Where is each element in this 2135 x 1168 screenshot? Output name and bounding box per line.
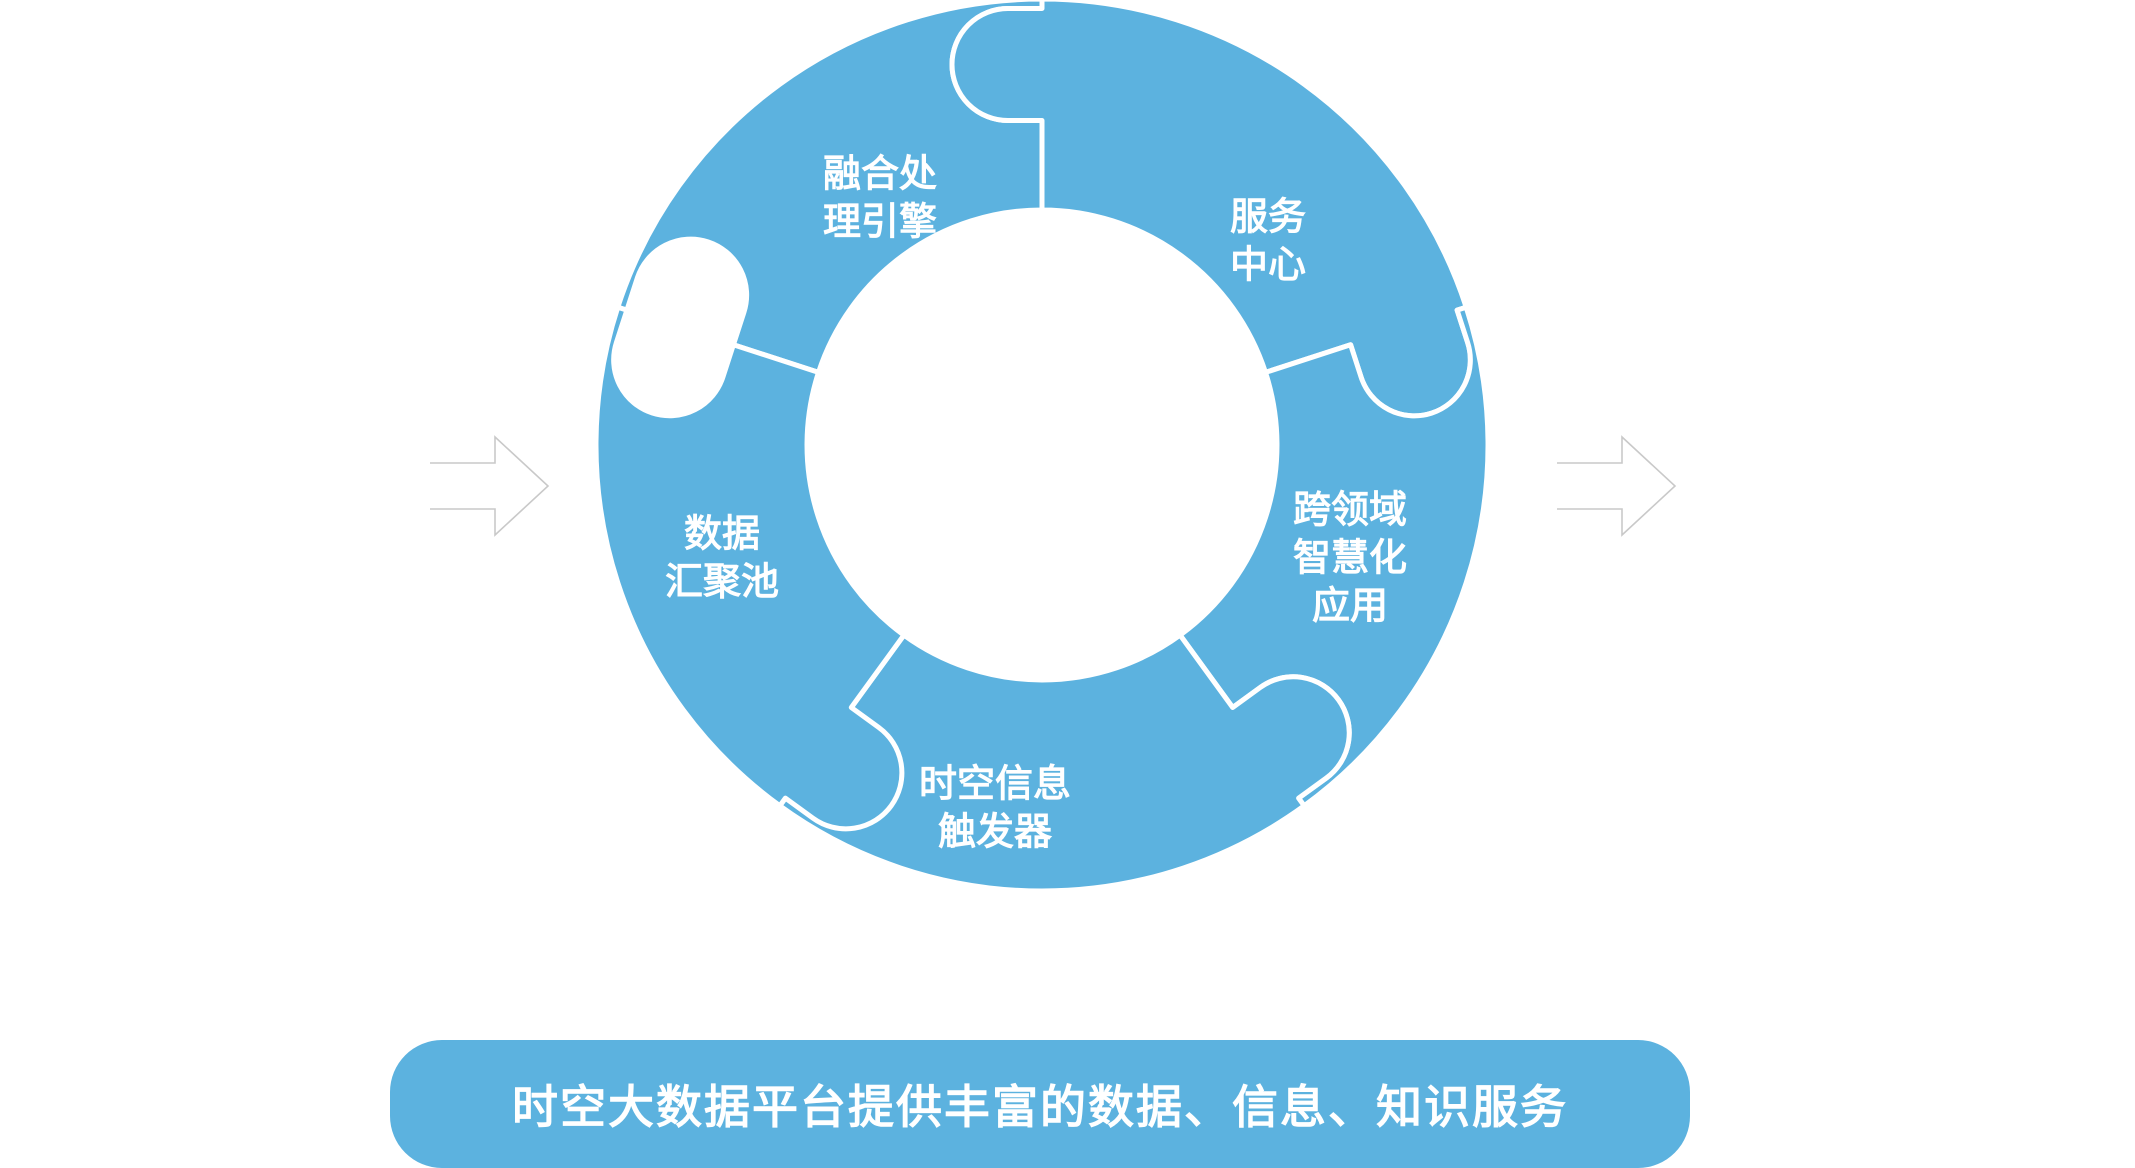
segment-3-label-line-2: 智慧化 xyxy=(1293,536,1407,580)
segment-5-label-line-2: 汇聚池 xyxy=(665,560,779,604)
segment-4-label-line-2: 触发器 xyxy=(938,810,1053,854)
segment-4-label-line-1: 时空信息 xyxy=(919,762,1071,806)
segment-2-label-line-1: 服务 xyxy=(1230,195,1306,239)
segment-3-label-line-1: 跨领域 xyxy=(1293,488,1407,532)
segment-5-label-line-1: 数据 xyxy=(684,512,760,556)
summary-banner: 时空大数据平台提供丰富的数据、信息、知识服务 xyxy=(390,1040,1690,1168)
segment-2-label-line-2: 中心 xyxy=(1230,243,1306,287)
summary-banner-text: 时空大数据平台提供丰富的数据、信息、知识服务 xyxy=(512,1080,1568,1134)
left-arrow-icon xyxy=(430,435,550,537)
puzzle-ring xyxy=(593,0,1491,894)
segment-1-label-line-1: 融合处 xyxy=(823,152,937,196)
segment-3-label-line-3: 应用 xyxy=(1312,584,1388,628)
right-arrow-icon xyxy=(1557,435,1677,537)
segment-1-label-line-2: 理引擎 xyxy=(823,200,937,244)
puzzle-segment-5 xyxy=(593,304,907,832)
